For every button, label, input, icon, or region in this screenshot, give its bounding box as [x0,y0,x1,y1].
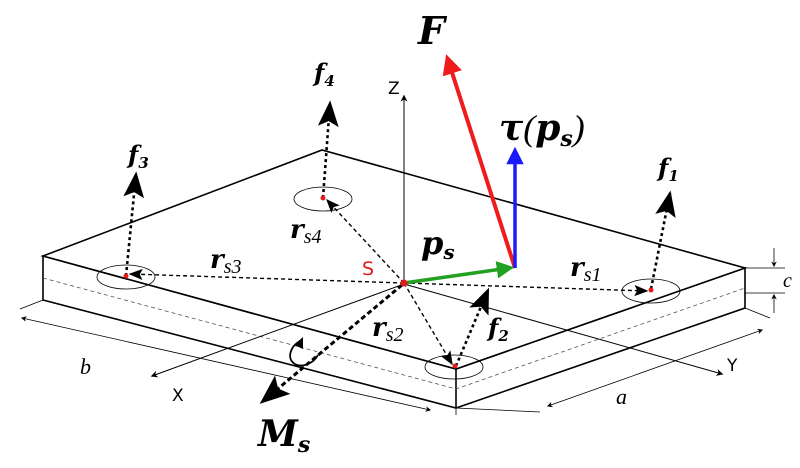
plate [40,149,748,409]
center-point [400,279,408,287]
moment-label: Ms [256,413,310,458]
torque-label: τ(ps) [499,107,585,152]
vector-labels: F τ(ps) ps Ms f1 f2 f3 f4 rs1 rs2 rs3 rs… [126,8,679,458]
main-vectors [403,54,524,285]
r-s1-arrow [403,282,649,297]
contact-ellipse-1 [621,278,681,304]
dim-a-ext-left [455,407,541,413]
plate-mid-plane [42,277,746,390]
contact-patches [96,186,681,380]
moment-arrow [259,283,403,404]
dim-b-label: b [80,354,91,379]
f1-symbol: f [656,153,672,182]
force-label: F [417,8,448,53]
moment-rotation-head [294,337,303,349]
contact-ellipse-4 [293,186,353,212]
r-s4-symbol: r [290,215,306,245]
contact-point-3 [123,273,129,279]
f3-arrow [123,171,145,277]
r-s3-label: rs3 [210,245,242,278]
r-s1-symbol: r [570,253,586,283]
f3-sub: 3 [138,154,148,172]
dim-a-label: a [616,384,627,409]
dimensions: b a c [19,248,792,415]
r-s2-symbol: r [372,313,388,343]
dim-a-ext-right [744,307,771,319]
r-s2-arrow [403,282,453,366]
contact-ellipse-2 [424,354,484,380]
f1-label: f1 [656,153,679,185]
f4-label: f4 [312,58,335,90]
axis-y-label: Y [726,356,738,376]
contact-ellipse-3 [96,264,156,290]
r-s4-label: rs4 [290,215,322,248]
torque-symbol: τ [499,107,524,149]
pos-vector-label: ps [421,224,455,264]
f4-symbol: f [312,58,328,87]
axis-x-label: X [172,386,184,406]
dim-b-line [20,316,432,412]
r-s1-label: rs1 [570,253,602,286]
dim-a-line [546,328,764,408]
axis-z-label: Z [388,79,400,99]
f1-arrow [649,190,676,290]
moment-symbol: M [256,413,299,455]
torque-close-paren: ) [571,108,585,148]
moment-sub: s [297,432,310,458]
axes: Z Y X [150,79,738,406]
r-s3-arrow [128,268,405,284]
moment [259,283,403,404]
r-s4-sub: s4 [304,226,322,248]
r-s2-sub: s2 [386,324,404,346]
torque-arg: p [535,107,560,149]
axis-y [403,283,724,376]
r-s2-label: rs2 [372,313,404,346]
dim-c-label: c [783,270,792,292]
moment-rotation-arc [289,340,319,367]
f2-symbol: f [486,313,502,342]
radius-vectors [128,198,649,366]
torque-open-paren: ( [523,108,537,148]
f2-sub: 2 [497,327,508,345]
f2-arrow [454,287,490,367]
contact-point-4 [320,195,326,201]
r-s3-symbol: r [210,245,226,275]
f2-label: f2 [486,313,509,345]
r-s3-sub: s3 [224,256,242,278]
f1-sub: 1 [668,167,678,185]
r-s1-sub: s1 [584,264,602,286]
pos-vector-sub: s [442,240,454,264]
contact-point-2 [452,363,458,369]
axis-x [150,283,405,378]
r-s4-arrow [326,198,405,284]
contact-forces [123,100,676,367]
force-arrow [442,54,517,269]
position-vector-arrow [403,261,515,285]
torque-arg-sub: s [559,126,572,152]
center-label: S [362,258,374,280]
f4-arrow [317,100,339,199]
contact-points [123,195,654,369]
contact-point-1 [648,287,654,293]
dim-b-ext-left [19,299,44,310]
f3-symbol: f [126,140,142,169]
pos-vector-symbol: p [421,224,443,262]
f4-sub: 4 [324,72,334,90]
f3-label: f3 [126,140,149,172]
